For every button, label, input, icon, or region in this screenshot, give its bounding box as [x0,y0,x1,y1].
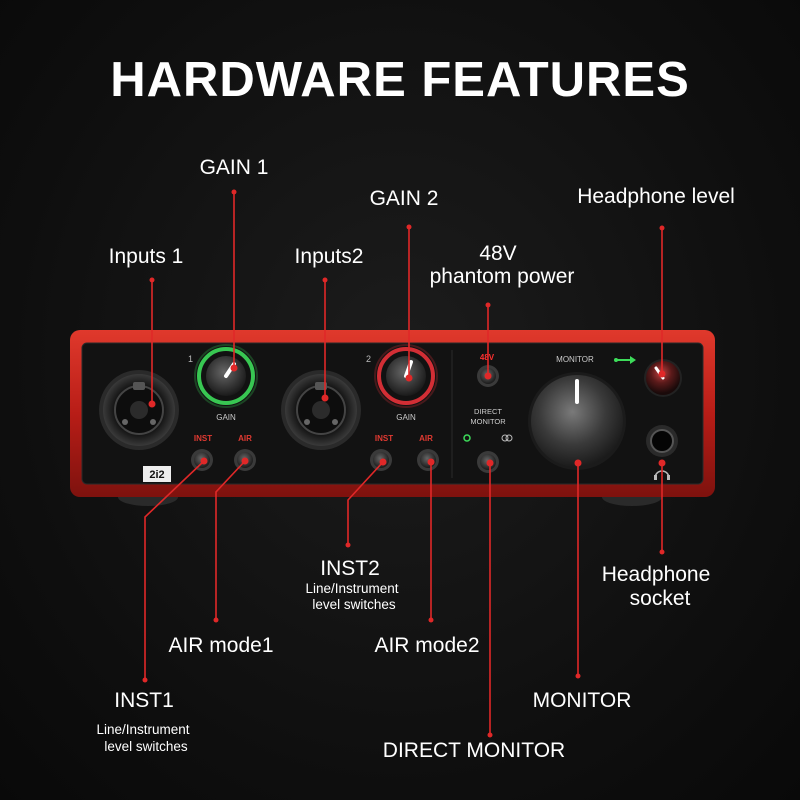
label-headphone-socket-2: socket [629,587,691,610]
direct-monitor-mono-led [463,434,471,442]
gain-2-knob[interactable] [374,344,438,408]
gain-1-caption: GAIN [216,413,236,422]
label-inst-2-sub-2: level switches [312,597,396,612]
gain-2-caption: GAIN [396,413,416,422]
model-badge-text: 2i2 [149,469,164,481]
monitor-knob[interactable] [528,372,626,470]
label-phantom-power: phantom power [429,265,575,288]
headphone-level-knob[interactable] [644,359,682,397]
inst-2-led-label: INST [375,434,393,443]
label-gain-1: GAIN 1 [199,156,269,179]
label-headphone-socket-1: Headphone [601,563,711,586]
label-inst-1-sub-1: Line/Instrument [96,722,190,737]
label-inputs-1: Inputs 1 [108,245,184,268]
label-direct-monitor: DIRECT MONITOR [382,739,566,762]
air-2-led-label: AIR [419,434,433,443]
headphone-socket[interactable] [646,425,678,457]
monitor-caption: MONITOR [556,355,594,364]
label-monitor: MONITOR [532,689,632,712]
air-1-line [215,460,246,620]
channel-2-number: 2 [366,354,371,364]
inst-2-line [347,461,384,545]
page-title: HARDWARE FEATURES [110,53,690,107]
label-inputs-2: Inputs2 [294,245,364,268]
input-1-combo-jack[interactable] [99,370,179,450]
input-2-combo-jack[interactable] [281,370,361,450]
air-1-led-label: AIR [238,434,252,443]
label-inst-2: INST2 [320,557,380,580]
channel-1-number: 1 [188,354,193,364]
stereo-icon [501,434,513,442]
usb-icon [614,356,636,364]
label-48v: 48V [479,242,517,265]
label-headphone-level: Headphone level [577,185,735,208]
direct-monitor-caption-1: DIRECT [474,407,502,416]
label-gain-2: GAIN 2 [369,187,439,210]
label-inst-1: INST1 [114,689,174,712]
label-inst-2-sub-1: Line/Instrument [305,581,399,596]
label-air-mode-1: AIR mode1 [168,634,274,657]
direct-monitor-caption-2: MONITOR [470,417,506,426]
label-inst-1-sub-2: level switches [104,739,188,754]
label-air-mode-2: AIR mode2 [374,634,480,657]
model-badge [143,466,171,482]
inst-1-led-label: INST [194,434,212,443]
inst-1-line [144,460,205,680]
